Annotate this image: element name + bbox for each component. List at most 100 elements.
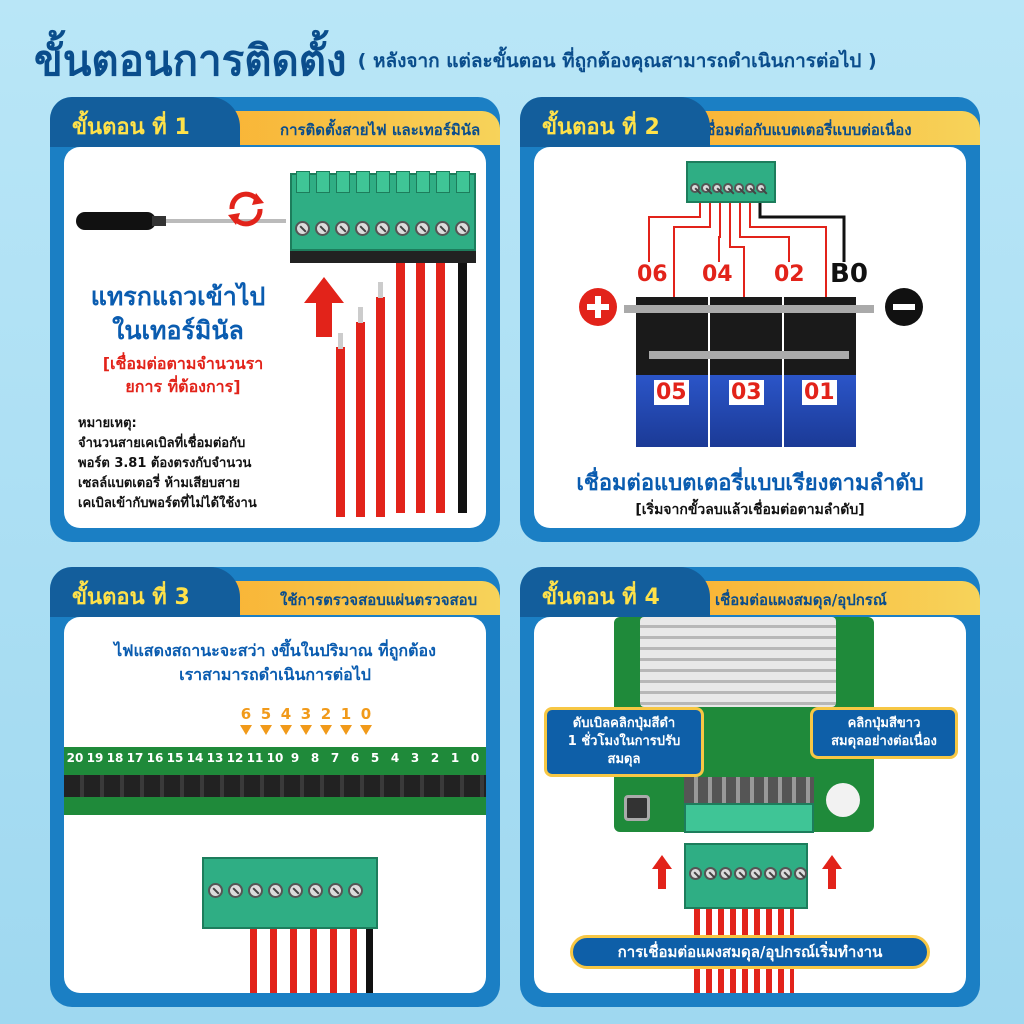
- step1-note-label: หมายเหตุ:: [78, 416, 137, 431]
- step2-content: 06 04 02 B0 05 03 01 เชื่อมต่อแบตเตอรี่แ…: [534, 147, 966, 528]
- step2-subheading: [เริ่มจากขั้วลบแล้วเชื่อมต่อตามลำดับ]: [635, 502, 865, 518]
- strip-number: 7: [330, 751, 340, 765]
- label-01: 01: [802, 380, 837, 405]
- strip-number: 10: [266, 751, 284, 765]
- strip-number: 9: [290, 751, 300, 765]
- battery-wiring-diagram: [648, 203, 846, 357]
- label-06: 06: [637, 262, 668, 287]
- step1-note-1: จำนวนสายเคเบิลที่เชื่อมต่อกับ: [78, 436, 246, 451]
- step1-number-tab: ขั้นตอน ที่ 1: [50, 97, 240, 147]
- step1-content: แทรกแถวเข้าไป ในเทอร์มินัล [เชื่อมต่อตาม…: [64, 147, 486, 528]
- wire-red: [396, 263, 405, 513]
- down-triangle-icon: [320, 725, 332, 735]
- start-banner: การเชื่อมต่อแผงสมดุล/อุปกรณ์เริ่มทำงาน: [570, 935, 930, 969]
- strip-number: 4: [390, 751, 400, 765]
- strip-number: 8: [310, 751, 320, 765]
- step4-title-bar: เชื่อมต่อแผงสมดุล/อุปกรณ์: [670, 581, 980, 615]
- up-arrow-icon: [822, 855, 842, 889]
- screwdriver-icon: [76, 212, 286, 230]
- callout-left-line-2: 1 ชั่วโมงในการปรับสมดุล: [567, 734, 681, 767]
- up-arrow-icon: [304, 277, 344, 337]
- page-title: ขั้นตอนการติดตั้ง: [34, 36, 347, 85]
- step1-note-4: เคเบิลเข้ากับพอร์ตที่ไม่ได้ใช้งาน: [78, 496, 257, 511]
- step3-panel: ใช้การตรวจสอบแผ่นตรวจสอบ ขั้นตอน ที่ 3 ไ…: [50, 567, 500, 1007]
- step1-note-3: เซลล์แบตเตอรี่ ห้ามเสียบสาย: [78, 476, 241, 491]
- label-04: 04: [702, 262, 733, 287]
- battery-cell-1: [636, 297, 708, 447]
- strip-number: 18: [106, 751, 124, 765]
- step1-note-2: พอร์ต 3.81 ต้องตรงกับจำนวน: [78, 456, 252, 471]
- led-number: 0: [360, 705, 372, 723]
- wire-tip: [378, 282, 383, 298]
- led-number: 3: [300, 705, 312, 723]
- wire-red: [270, 929, 277, 993]
- connector-base: [290, 251, 476, 263]
- step3-number-tab: ขั้นตอน ที่ 3: [50, 567, 240, 617]
- led-number: 2: [320, 705, 332, 723]
- down-triangle-icon: [340, 725, 352, 735]
- wire-loose: [336, 347, 345, 517]
- down-triangle-icon: [300, 725, 312, 735]
- rotate-arrows-icon: [228, 191, 264, 227]
- wire-red: [330, 929, 337, 993]
- step1-heading-2: ในเทอร์มินัล: [112, 316, 244, 345]
- down-triangle-icon: [240, 725, 252, 735]
- step2-panel: เชื่อมต่อกับแบตเตอรี่แบบต่อเนื่อง ขั้นตอ…: [520, 97, 980, 542]
- wire-black: [458, 263, 467, 513]
- strip-number: 15: [166, 751, 184, 765]
- strip-number: 1: [450, 751, 460, 765]
- step2-title: เชื่อมต่อกับแบตเตอรี่แบบต่อเนื่อง: [700, 121, 912, 139]
- step4-content: ดับเบิลคลิกปุ่มสีดำ 1 ชั่วโมงในการปรับสม…: [534, 617, 966, 993]
- down-triangle-icon: [360, 725, 372, 735]
- step2-number-tab: ขั้นตอน ที่ 2: [520, 97, 710, 147]
- heatsink: [640, 617, 836, 707]
- wire-loose: [376, 297, 385, 517]
- strip-pins: [64, 775, 486, 797]
- strip-number: 0: [470, 751, 480, 765]
- callout-left-line-1: ดับเบิลคลิกปุ่มสีดำ: [572, 716, 676, 731]
- plus-icon: [579, 288, 617, 326]
- led-number: 1: [340, 705, 352, 723]
- step3-number: ขั้นตอน ที่ 3: [72, 585, 190, 610]
- step2-heading: เชื่อมต่อแบตเตอรี่แบบเรียงตามลำดับ: [576, 471, 924, 496]
- strip-number: 3: [410, 751, 420, 765]
- wire-black: [366, 929, 373, 993]
- strip-number: 16: [146, 751, 164, 765]
- label-b0: B0: [830, 259, 868, 289]
- step1-red-note-2: ยการ ที่ต้องการ]: [125, 377, 241, 396]
- step3-title-bar: ใช้การตรวจสอบแผ่นตรวจสอบ: [200, 581, 500, 615]
- step2-title-bar: เชื่อมต่อกับแบตเตอรี่แบบต่อเนื่อง: [670, 111, 980, 145]
- callout-right-line-2: สมดุลอย่างต่อเนื่อง: [831, 734, 937, 749]
- page-header: ขั้นตอนการติดตั้ง ( หลังจาก แต่ละขั้นตอน…: [34, 28, 1004, 88]
- wire-red: [290, 929, 297, 993]
- strip-number: 5: [370, 751, 380, 765]
- callout-white-button: คลิกปุ่มสีขาว สมดุลอย่างต่อเนื่อง: [810, 707, 958, 759]
- up-arrow-icon: [652, 855, 672, 889]
- white-button[interactable]: [826, 783, 860, 817]
- strip-number: 2: [430, 751, 440, 765]
- black-button[interactable]: [624, 795, 650, 821]
- step3-heading-1: ไฟแสดงสถานะจะสว่า งขึ้นในปริมาณ ที่ถูกต้…: [114, 641, 436, 660]
- step3-heading-2: เราสามารถดำเนินการต่อไป: [179, 665, 371, 684]
- label-05: 05: [654, 380, 689, 405]
- step1-title-bar: การติดตั้งสายไฟ และเทอร์มินัล: [200, 111, 500, 145]
- balance-connector: [684, 843, 808, 909]
- wire-tip: [358, 307, 363, 323]
- strip-number: 20: [66, 751, 84, 765]
- led-number: 4: [280, 705, 292, 723]
- step4-title: เชื่อมต่อแผงสมดุล/อุปกรณ์: [715, 591, 887, 609]
- step3-title: ใช้การตรวจสอบแผ่นตรวจสอบ: [280, 591, 478, 609]
- step4-number-tab: ขั้นตอน ที่ 4: [520, 567, 710, 617]
- wire-red: [436, 263, 445, 513]
- wire-red: [350, 929, 357, 993]
- strip-number: 13: [206, 751, 224, 765]
- down-triangle-icon: [280, 725, 292, 735]
- step1-heading-1: แทรกแถวเข้าไป: [90, 282, 266, 311]
- page-subtitle: ( หลังจาก แต่ละขั้นตอน ที่ถูกต้องคุณสามา…: [357, 50, 877, 72]
- callout-black-button: ดับเบิลคลิกปุ่มสีดำ 1 ชั่วโมงในการปรับสม…: [544, 707, 704, 777]
- strip-number: 14: [186, 751, 204, 765]
- wire-loose: [356, 322, 365, 517]
